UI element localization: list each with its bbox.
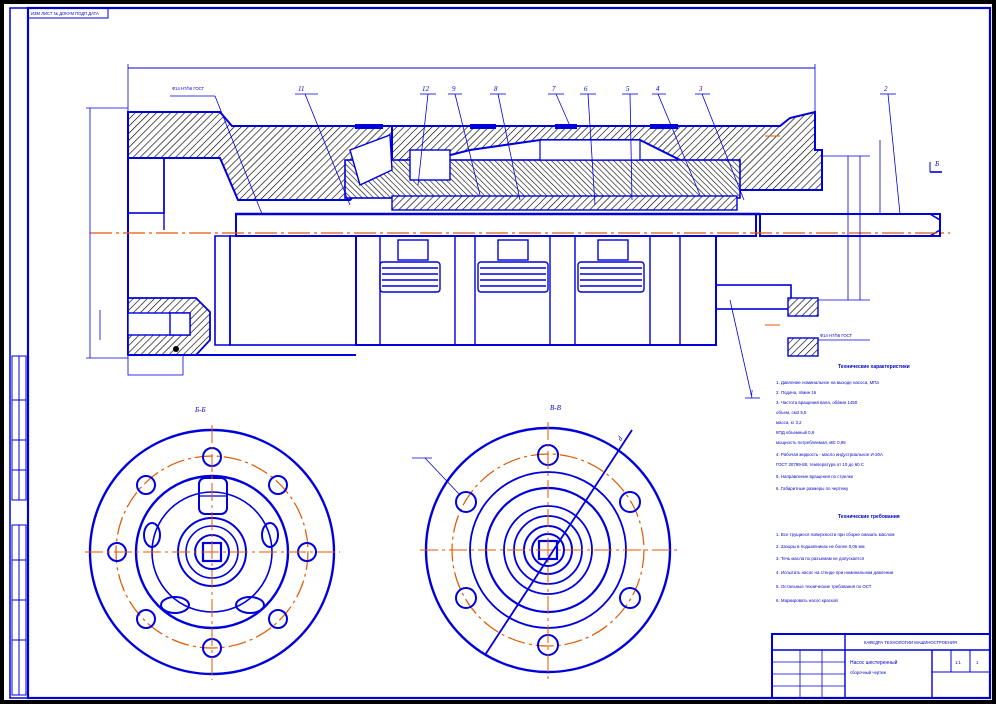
callout-numbers: 11 12 9 8 7 6 5 4 3 2 1 — [298, 85, 888, 397]
section-view-b: Б-Б — [85, 406, 340, 680]
left-side-strips — [11, 355, 27, 696]
callout-leaders — [295, 93, 901, 399]
svg-text:масса, кг: масса, кг 3,2 — [776, 420, 802, 425]
corner-stamp: ИЗМ ЛИСТ № ДОКУМ ПОДП ДАТА — [27, 7, 109, 19]
svg-text:11: 11 — [298, 85, 304, 93]
svg-text:1. Все трущиеся поверхности пр: 1. Все трущиеся поверхности при сборке с… — [776, 532, 894, 537]
svg-text:6: 6 — [584, 85, 588, 93]
svg-text:КПД объемный: КПД объемный 0,9 — [776, 430, 815, 435]
svg-text:2: 2 — [884, 85, 888, 93]
svg-text:4: 4 — [656, 85, 660, 93]
section-label-v: В-В — [550, 404, 562, 412]
svg-text:2. Подача, л/мин: 2. Подача, л/мин 16 — [776, 390, 817, 395]
svg-text:1: 1 — [750, 389, 754, 397]
svg-text:2. Зазоры в подшипниках не бол: 2. Зазоры в подшипниках не более 0,05 мм — [776, 544, 865, 549]
title-block-name: Насос шестеренный — [850, 659, 898, 666]
svg-text:6. Габаритные размеры: 6. Габаритные размеры по чертежу — [776, 486, 849, 491]
bushing-section — [391, 195, 738, 211]
svg-text:5. Направление вращения по стр: 5. Направление вращения по стрелке — [776, 474, 854, 479]
technical-notes: Технические характеристики 1. Давление н… — [776, 364, 910, 603]
inner-frame — [26, 6, 992, 700]
svg-text:1. Давление номинальное на вых: 1. Давление номинальное на выходе насоса… — [776, 380, 879, 385]
section-label-b: Б-Б — [194, 406, 206, 414]
section-marker: Б — [934, 160, 939, 168]
title-block-caption: КАФЕДРА ТЕХНОЛОГИИ МАШИНОСТРОЕНИЯ — [864, 640, 957, 645]
fit-callout-bottom: Ф14 H7/h6 ГОСТ — [820, 333, 853, 338]
svg-text:5. Остальные технические требо: 5. Остальные технические требования по О… — [776, 584, 872, 589]
svg-text:3. Течь масла по разъемам не д: 3. Течь масла по разъемам не допускается — [776, 556, 865, 561]
svg-text:ИЗМ ЛИСТ № ДОКУМ ПОДП ДАТА: ИЗМ ЛИСТ № ДОКУМ ПОДП ДАТА — [31, 11, 99, 16]
svg-text:мощность потребляемая, кВт: мощность потребляемая, кВт 0,95 — [776, 440, 846, 445]
svg-text:ГОСТ 20799-88, температура от: ГОСТ 20799-88, температура от 10 до 60 С — [776, 462, 864, 467]
svg-text:8: 8 — [494, 85, 498, 93]
svg-text:4. Испытать насос на стенде пр: 4. Испытать насос на стенде при номиналь… — [776, 570, 894, 575]
title-block-scale: 1:1 — [955, 660, 961, 665]
fit-callout-top: Ф14 H7/h6 ГОСТ — [172, 86, 205, 91]
longitudinal-section: Б Ф14 H7/h6 ГОСТ Ф14 H7/h6 ГОСТ 11 12 9 … — [86, 64, 950, 399]
requirements-title: Технические требования — [838, 513, 900, 520]
gear-blocks — [379, 239, 645, 293]
spec-title: Технические характеристики — [838, 364, 910, 370]
title-block — [771, 633, 991, 699]
title-block-sheet: 1 — [976, 660, 979, 665]
svg-text:3. Частота вращения вала, об/м: 3. Частота вращения вала, об/мин 1450 — [776, 400, 858, 405]
title-block-sub: сборочный чертеж — [850, 670, 886, 675]
svg-text:объем, см3: объем, см3 5,5 — [776, 410, 807, 415]
svg-text:3: 3 — [698, 85, 703, 93]
sleeve-section — [344, 159, 741, 199]
section-view-v: В-В d — [412, 404, 680, 680]
svg-text:12: 12 — [422, 85, 430, 93]
svg-text:9: 9 — [452, 85, 456, 93]
svg-text:6. Маркировать насос краской: 6. Маркировать насос краской — [776, 598, 838, 603]
svg-text:5: 5 — [626, 85, 630, 93]
svg-text:4. Рабочая жидкость - масло ин: 4. Рабочая жидкость - масло индустриальн… — [776, 452, 883, 457]
svg-text:7: 7 — [552, 85, 556, 93]
svg-text:d: d — [616, 434, 625, 442]
